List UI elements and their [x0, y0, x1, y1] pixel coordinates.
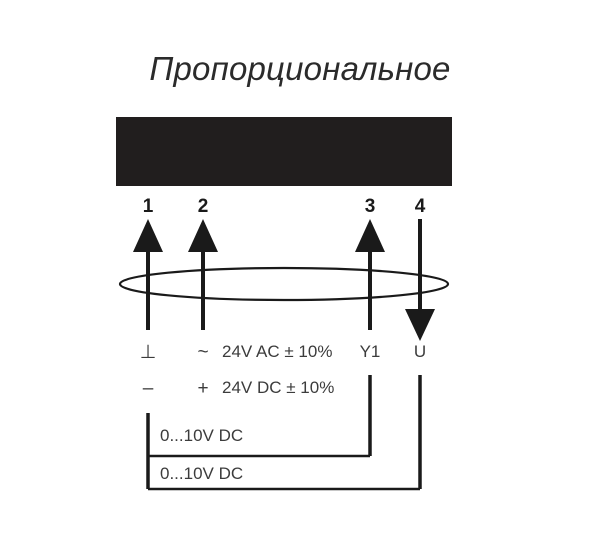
terminal-2-group: 2 ~ + — [188, 196, 218, 399]
terminal-3-group: 3 Y1 — [355, 196, 385, 361]
terminal-1-dc-symbol: – — [143, 378, 154, 399]
terminal-4-number: 4 — [415, 196, 426, 217]
signal-label-1: 0...10V DC — [160, 426, 243, 445]
actuator-body — [116, 117, 452, 186]
terminal-3-symbol: Y1 — [360, 342, 381, 361]
ac-supply-label: 24V AC ± 10% — [222, 342, 332, 361]
terminal-3-arrow-up-icon — [355, 219, 385, 252]
terminal-3-number: 3 — [365, 196, 376, 217]
terminal-1-group: 1 ⊥ – — [133, 196, 163, 399]
terminal-4-arrow-down-icon — [405, 309, 435, 341]
terminal-4-symbol: U — [414, 342, 426, 361]
terminal-2-dc-symbol: + — [197, 378, 208, 399]
terminal-2-number: 2 — [198, 196, 209, 217]
dc-supply-label: 24V DC ± 10% — [222, 378, 334, 397]
terminal-1-number: 1 — [143, 196, 154, 217]
terminal-2-arrow-up-icon — [188, 219, 218, 252]
cable-loop — [118, 266, 450, 302]
page-title: Пропорциональное — [149, 50, 450, 87]
terminal-4-group: 4 U — [405, 196, 435, 361]
terminal-1-arrow-up-icon — [133, 219, 163, 252]
terminal-2-symbol: ~ — [197, 342, 208, 363]
signal-label-2: 0...10V DC — [160, 464, 243, 483]
terminal-1-symbol: ⊥ — [140, 342, 157, 363]
